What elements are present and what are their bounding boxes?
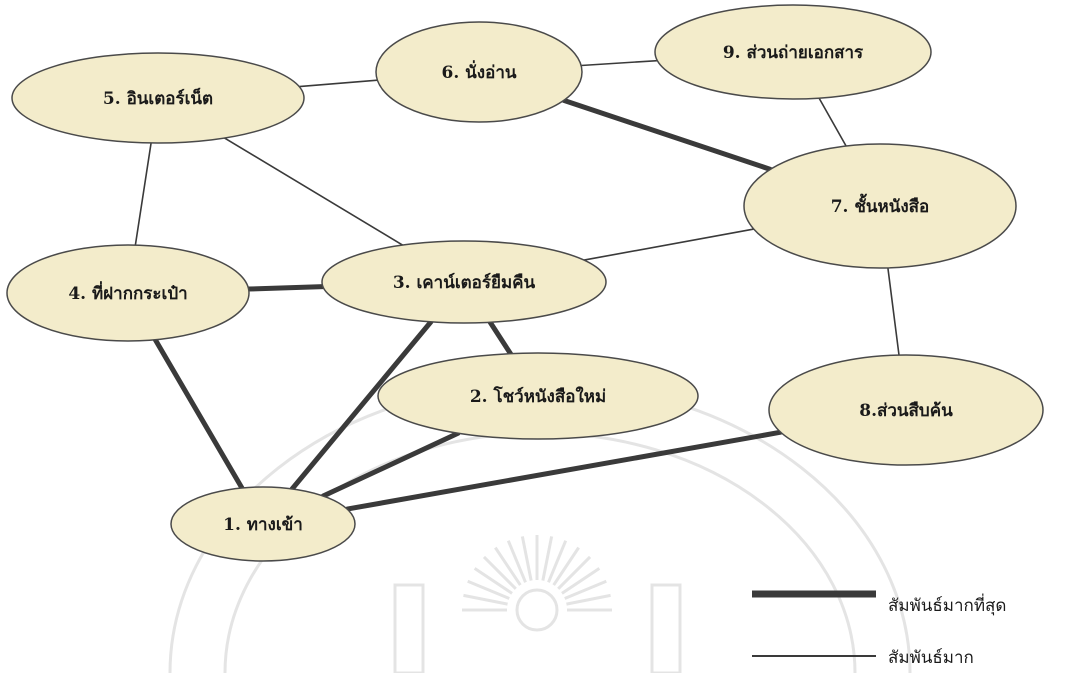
node-search-area: 8.ส่วนสืบค้น <box>768 354 1044 466</box>
edge-layer <box>134 59 900 512</box>
node-circulation-counter-label: 3. เคาน์เตอร์ยืมคืน <box>393 272 536 293</box>
watermark-ray <box>467 579 510 600</box>
watermark-ray <box>557 555 592 590</box>
watermark-ray <box>561 567 601 595</box>
edge-n7-n3-strong <box>583 228 755 261</box>
edge-n1-n8-strongest <box>344 429 784 512</box>
node-search-area-label: 8.ส่วนสืบค้น <box>859 400 953 421</box>
legend-strongest-label: สัมพันธ์มากที่สุด <box>888 593 1006 616</box>
edge-n1-n2-strongest <box>320 430 461 499</box>
edge-n6-n9-strong <box>580 59 659 67</box>
watermark-ray <box>541 536 554 581</box>
node-reading-area-label: 6. นั่งอ่าน <box>442 60 517 83</box>
watermark-ray <box>520 536 533 581</box>
node-reading-area: 6. นั่งอ่าน <box>375 21 583 123</box>
node-new-books-display: 2. โชว์หนังสือใหม่ <box>377 352 699 440</box>
edge-n5-n4-strong <box>134 142 152 246</box>
watermark-ray <box>473 567 513 595</box>
edge-n5-n3-strong <box>223 137 404 246</box>
node-photocopy-area: 9. ส่วนถ่ายเอกสาร <box>654 4 932 100</box>
edge-n9-n7-strong <box>818 97 847 147</box>
watermark-ray <box>566 593 611 606</box>
edge-n1-n4-strongest <box>152 337 245 491</box>
node-internet-label: 5. อินเตอร์เน็ต <box>103 86 213 109</box>
watermark-ray <box>494 546 522 586</box>
legend-strong-label: สัมพันธ์มาก <box>888 648 974 668</box>
edge-n3-n2-strongest <box>487 319 514 357</box>
node-new-books-display-label: 2. โชว์หนังสือใหม่ <box>470 386 606 407</box>
legend: สัมพันธ์มากที่สุด สัมพันธ์มาก <box>752 590 1006 668</box>
edge-n7-n8-strong <box>887 267 900 356</box>
node-bookshelves-label: 7. ชั้นหนังสือ <box>831 193 930 217</box>
edge-n4-n3-strongest <box>246 284 326 292</box>
node-layer: 1. ทางเข้า 2. โชว์หนังสือใหม่ 3. เคาน์เต… <box>6 4 1044 562</box>
watermark-ray <box>547 540 568 583</box>
node-bag-deposit: 4. ที่ฝากกระเป๋า <box>6 244 250 342</box>
node-photocopy-area-label: 9. ส่วนถ่ายเอกสาร <box>723 43 864 63</box>
watermark-ray <box>463 593 508 606</box>
watermark-ray <box>552 546 580 586</box>
node-internet: 5. อินเตอร์เน็ต <box>11 52 305 144</box>
node-bookshelves: 7. ชั้นหนังสือ <box>743 143 1017 269</box>
node-entrance-label: 1. ทางเข้า <box>223 515 303 535</box>
watermark-ray <box>564 579 607 600</box>
node-circulation-counter: 3. เคาน์เตอร์ยืมคืน <box>321 240 607 324</box>
edge-n6-n7-strongest <box>561 97 773 172</box>
edge-n5-n6-strong <box>298 79 379 88</box>
watermark-ray <box>506 540 527 583</box>
node-entrance: 1. ทางเข้า <box>170 486 356 562</box>
edge-n1-n3-strongest <box>289 319 434 492</box>
node-bag-deposit-label: 4. ที่ฝากกระเป๋า <box>68 281 187 304</box>
watermark-ray <box>482 555 517 590</box>
